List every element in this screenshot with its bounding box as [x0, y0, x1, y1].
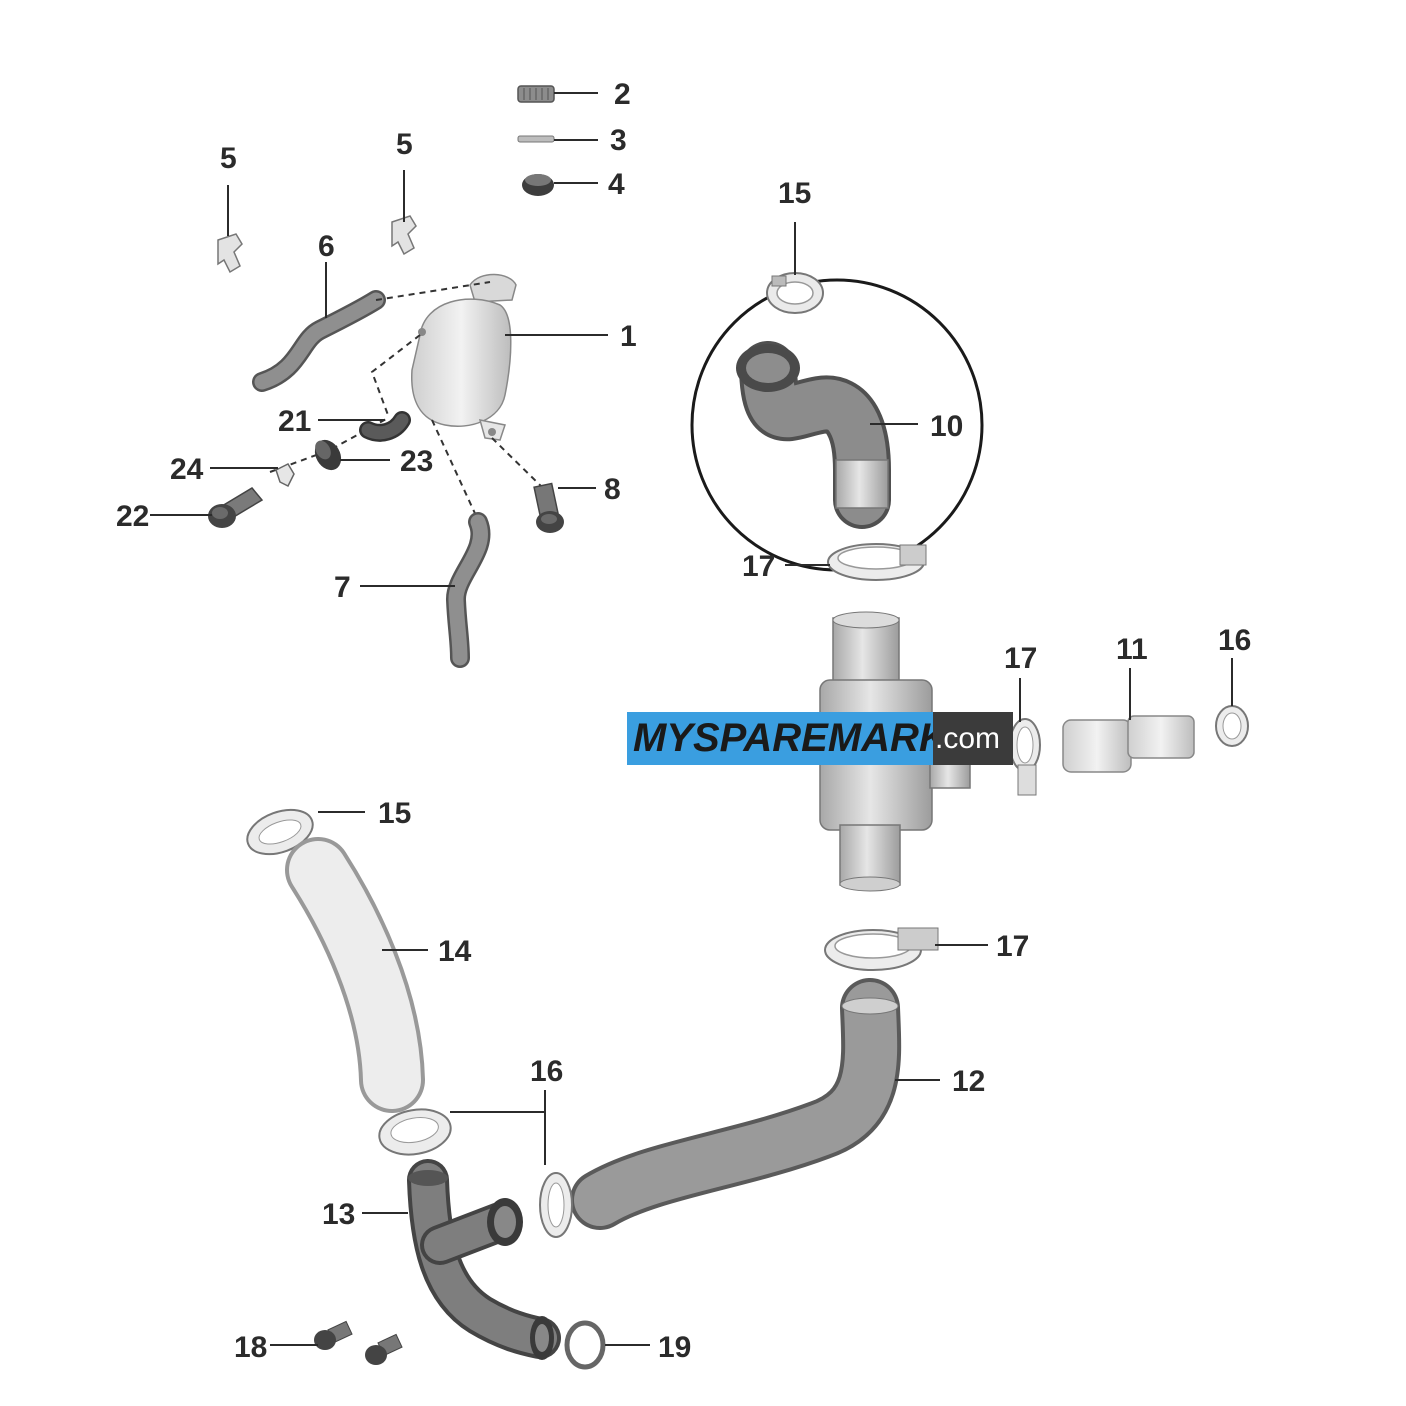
part-14-hose	[285, 837, 425, 1113]
part-5-clip-right	[391, 215, 417, 256]
part-18-bolt-b	[365, 1333, 403, 1365]
part-12-hose	[570, 978, 902, 1230]
part-23-grommet	[314, 439, 342, 471]
part-13-pipe	[407, 1159, 561, 1360]
part-22-bolt	[208, 487, 264, 528]
callout-19: 19	[658, 1331, 691, 1364]
part-16-clamp-right	[1215, 705, 1249, 747]
part-2-cap	[517, 85, 555, 103]
callout-6: 6	[318, 230, 335, 263]
part-1-reservoir	[411, 273, 517, 441]
part-8-bolt	[533, 482, 564, 533]
part-15-clamp-bottom	[246, 808, 314, 856]
part-6-hose	[252, 290, 386, 392]
watermark-suffix: .com	[935, 721, 1001, 755]
part-10-elbow-hose	[736, 341, 891, 529]
part-21-small-hose	[359, 411, 411, 442]
assembly-line	[375, 281, 491, 301]
part-16-clamp-lower	[539, 1172, 573, 1238]
callout-17-a: 17	[742, 550, 775, 583]
callout-5-left: 5	[220, 142, 237, 175]
part-17-clamp-a	[827, 543, 927, 581]
part-3-seal	[517, 135, 555, 143]
part-15-clamp-top	[766, 272, 824, 314]
callout-16-right: 16	[1218, 624, 1251, 657]
callout-12: 12	[952, 1065, 985, 1098]
callout-21: 21	[278, 405, 311, 438]
callout-11: 11	[1116, 633, 1148, 666]
callout-10: 10	[930, 410, 963, 443]
assembly-line	[431, 419, 479, 521]
callout-1: 1	[620, 320, 637, 353]
callout-17-c: 17	[996, 930, 1029, 963]
part-17-clamp-b	[1009, 718, 1041, 796]
watermark-brand-bg: MYSPAREMARKET	[627, 712, 999, 765]
assembly-line	[370, 334, 421, 416]
callout-17-b: 17	[1004, 642, 1037, 675]
callout-5-right: 5	[396, 128, 413, 161]
callout-24: 24	[170, 453, 204, 486]
part-7-hose	[446, 512, 491, 668]
callout-4: 4	[608, 168, 625, 201]
callout-15-top: 15	[778, 177, 811, 210]
assembly-line	[491, 437, 546, 491]
part-24-clip	[275, 463, 295, 488]
part-11-hose	[1062, 715, 1195, 773]
part-4-grommet	[522, 174, 554, 196]
leader-lines	[150, 92, 1233, 1346]
callout-22: 22	[116, 500, 149, 533]
watermark: MYSPAREMARKET .com	[627, 712, 1013, 765]
watermark-suffix-bg: .com	[933, 712, 1013, 765]
part-18-bolt-a	[314, 1320, 353, 1350]
part-16-clamp-middle	[378, 1108, 452, 1156]
callout-16-bottom: 16	[530, 1055, 563, 1088]
part-19-o-ring	[564, 1320, 606, 1370]
callout-13: 13	[322, 1198, 355, 1231]
callout-14: 14	[438, 935, 472, 968]
callout-18: 18	[234, 1331, 267, 1364]
callout-2: 2	[614, 78, 631, 111]
part-5-clip-left	[217, 233, 243, 274]
callout-15-bottom: 15	[378, 797, 411, 830]
callout-8: 8	[604, 473, 621, 506]
callout-7: 7	[334, 571, 351, 604]
part-17-clamp-c	[824, 927, 939, 971]
callout-23: 23	[400, 445, 433, 478]
callout-3: 3	[610, 124, 627, 157]
